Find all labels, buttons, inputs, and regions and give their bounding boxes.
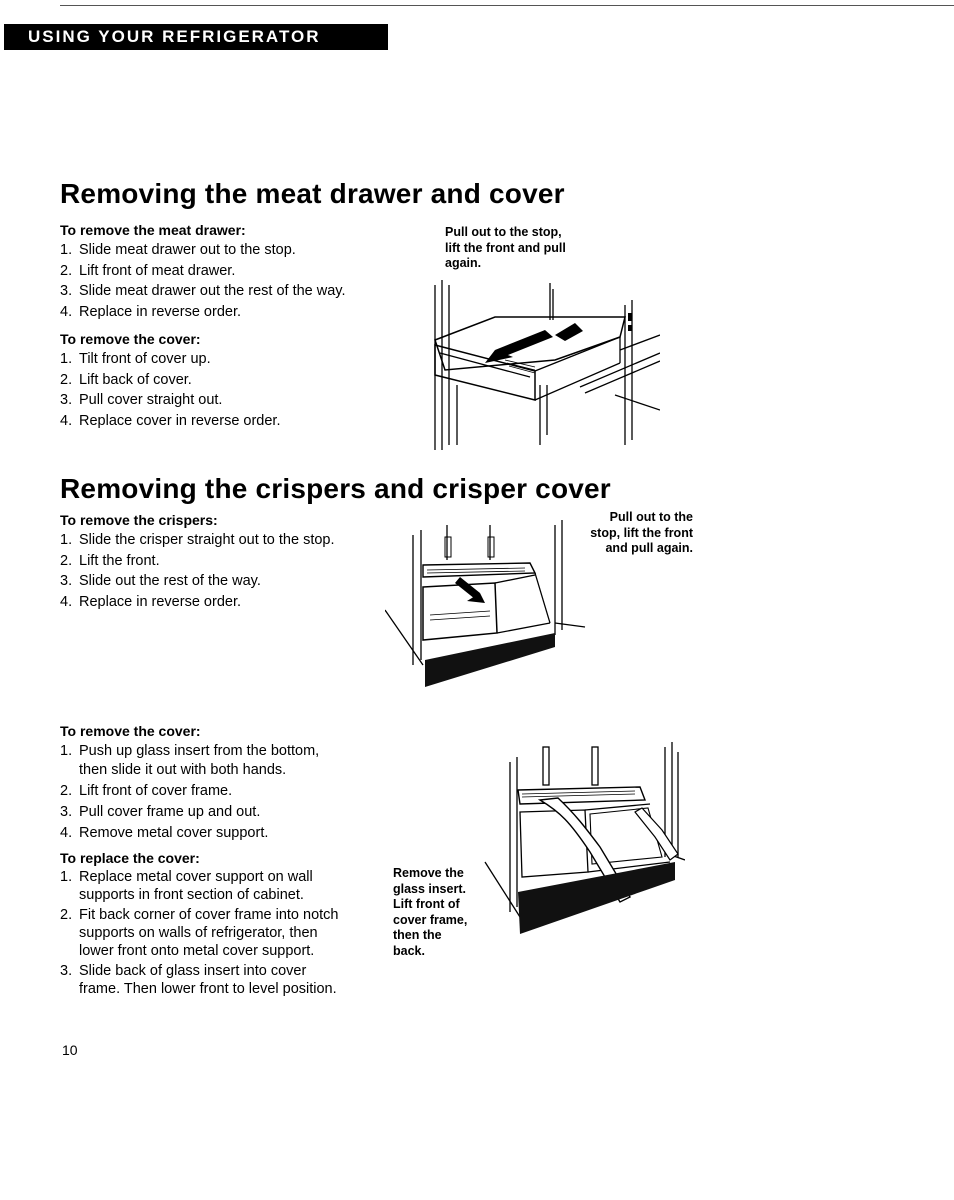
list-item: 3.Slide out the rest of the way. bbox=[60, 573, 261, 589]
crisper-title: Removing the crispers and crisper cover bbox=[60, 473, 611, 504]
list-item: 2.Fit back corner of cover frame into no… bbox=[60, 907, 339, 959]
replace-cover-heading: To replace the cover: bbox=[60, 850, 200, 866]
meat-drawer-steps: 1.Slide meat drawer out to the stop. 2.L… bbox=[60, 240, 346, 322]
meat-drawer-heading: To remove the meat drawer: bbox=[60, 222, 246, 238]
list-item: 4.Replace in reverse order. bbox=[60, 303, 241, 320]
meat-cover-heading: To remove the cover: bbox=[60, 331, 201, 347]
list-item: 4.Remove metal cover support. bbox=[60, 825, 269, 841]
crisper-illustration bbox=[385, 520, 586, 687]
list-item: 3.Pull cover straight out. bbox=[60, 392, 223, 408]
list-item: 4.Replace cover in reverse order. bbox=[60, 412, 281, 429]
crisper-cover-steps: 1.Push up glass insert from the bottom,t… bbox=[60, 742, 319, 843]
crispers-steps: 1.Slide the crisper straight out to the … bbox=[60, 530, 335, 612]
list-item: 2.Lift front of cover frame. bbox=[60, 783, 233, 799]
crisper-cover-caption: Remove the glass insert. Lift front of c… bbox=[393, 866, 468, 958]
meat-drawer-caption: Pull out to the stop, lift the front and… bbox=[445, 225, 566, 270]
list-item: 2.Lift front of meat drawer. bbox=[60, 262, 236, 279]
list-item: 2.Lift back of cover. bbox=[60, 371, 192, 388]
list-item: 4.Replace in reverse order. bbox=[60, 593, 241, 610]
list-item: 1.Slide the crisper straight out to the … bbox=[60, 532, 335, 548]
crispers-heading: To remove the crispers: bbox=[60, 512, 218, 528]
list-item: 2.Lift the front. bbox=[60, 552, 160, 569]
crisper-cover-heading: To remove the cover: bbox=[60, 723, 201, 739]
meat-drawer-title: Removing the meat drawer and cover bbox=[60, 178, 565, 209]
list-item: 1.Tilt front of cover up. bbox=[60, 351, 211, 367]
top-rule bbox=[60, 5, 954, 6]
section-banner: USING YOUR REFRIGERATOR bbox=[4, 24, 388, 50]
list-item: 1.Push up glass insert from the bottom,t… bbox=[60, 743, 320, 778]
page-number: 10 bbox=[62, 1042, 78, 1058]
list-item: 3.Pull cover frame up and out. bbox=[60, 804, 261, 820]
list-item: 3.Slide meat drawer out the rest of the … bbox=[60, 283, 346, 299]
list-item: 1.Slide meat drawer out to the stop. bbox=[60, 242, 296, 258]
crispers-caption: Pull out to the stop, lift the front and… bbox=[590, 510, 693, 555]
crisper-cover-illustration bbox=[484, 742, 685, 934]
meat-cover-steps: 1.Tilt front of cover up. 2.Lift back of… bbox=[60, 349, 281, 431]
meat-drawer-illustration bbox=[434, 280, 660, 450]
